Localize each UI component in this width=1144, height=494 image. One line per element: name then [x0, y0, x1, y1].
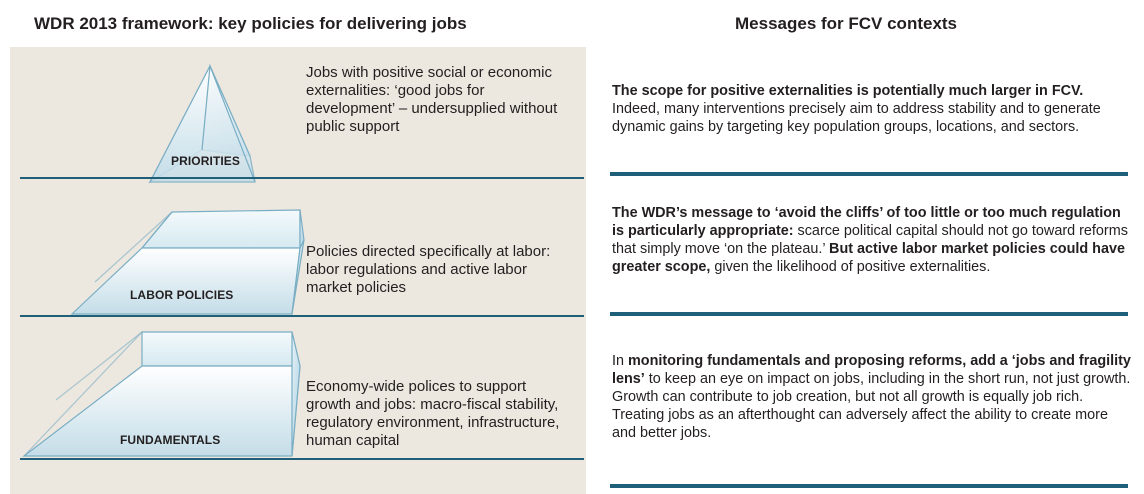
message-divider-labor-policies [610, 312, 1128, 316]
message-priorities: The scope for positive externalities is … [612, 82, 1134, 136]
message-fundamentals-text-0: In [612, 353, 628, 369]
divider-priorities [20, 177, 584, 179]
message-divider-priorities [610, 172, 1128, 176]
level-label-fundamentals: FUNDAMENTALS [120, 433, 221, 447]
message-priorities-bold: The scope for positive externalities is … [612, 83, 1084, 99]
message-divider-fundamentals [610, 484, 1128, 488]
labor-policies-shape [70, 209, 305, 315]
right-heading: Messages for FCV contexts [735, 14, 958, 33]
level-label-priorities: PRIORITIES [171, 154, 241, 168]
level-description-priorities: Jobs with positive social or economic ex… [306, 64, 558, 135]
left-heading: WDR 2013 framework: key policies for del… [34, 14, 467, 33]
divider-labor-policies [20, 315, 584, 317]
message-labor-bold-2: But active labor market policies could h… [612, 241, 1125, 275]
message-fundamentals-bold: monitoring fundamentals and proposing re… [612, 353, 1131, 387]
pyramid-shape [148, 63, 256, 184]
framework-shapes [22, 63, 305, 457]
message-fundamentals: In monitoring fundamentals and proposing… [612, 352, 1134, 442]
level-description-fundamentals: Economy-wide polices to support growth a… [306, 378, 560, 449]
fundamentals-shape [22, 331, 301, 457]
message-labor-policies: The WDR’s message to ‘avoid the cliffs’ … [612, 204, 1134, 276]
message-priorities-text: Indeed, many interventions precisely aim… [612, 101, 1101, 135]
level-label-labor-policies: LABOR POLICIES [130, 288, 234, 302]
message-labor-bold-1: The WDR’s message to ‘avoid the cliffs’ … [612, 205, 1121, 239]
divider-fundamentals [20, 458, 584, 460]
level-description-labor-policies: Policies directed specifically at labor:… [306, 243, 551, 296]
message-labor-text-2: given the likelihood of positive externa… [710, 259, 991, 275]
message-labor-text-1: scarce political capital should not go t… [612, 223, 1128, 257]
message-fundamentals-text-1: to keep an eye on impact on jobs, includ… [612, 371, 1131, 441]
